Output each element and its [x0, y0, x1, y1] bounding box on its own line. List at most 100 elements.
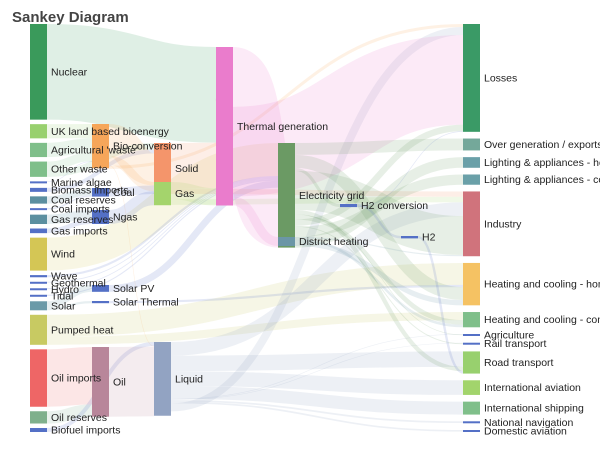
sankey-link[interactable] — [46, 178, 279, 283]
sankey-link[interactable] — [46, 285, 93, 309]
sankey-link[interactable] — [294, 154, 464, 301]
sankey-link[interactable] — [170, 27, 464, 412]
sankey-link[interactable] — [108, 191, 155, 225]
sankey-node-tidal[interactable] — [30, 294, 47, 297]
sankey-link[interactable] — [46, 219, 93, 234]
sankey-link[interactable] — [294, 214, 464, 325]
sankey-link[interactable] — [356, 204, 402, 239]
sankey-node-solar-pv[interactable] — [92, 285, 109, 292]
sankey-node-coal[interactable] — [92, 188, 109, 197]
sankey-link[interactable] — [108, 155, 155, 192]
sankey-node-industry[interactable] — [463, 191, 480, 257]
sankey-link[interactable] — [170, 334, 464, 400]
sankey-node-solar-thermal[interactable] — [92, 301, 109, 304]
sankey-link[interactable] — [46, 149, 155, 192]
sankey-node-h2[interactable] — [401, 236, 418, 239]
sankey-link[interactable] — [46, 138, 93, 158]
sankey-node-over-generation[interactable] — [463, 138, 480, 151]
sankey-link[interactable] — [294, 237, 464, 257]
sankey-node-coal-imports[interactable] — [30, 208, 47, 211]
sankey-link[interactable] — [108, 165, 155, 347]
sankey-link[interactable] — [46, 301, 93, 311]
sankey-link[interactable] — [108, 23, 464, 169]
sankey-node-district-heating[interactable] — [278, 237, 295, 247]
sankey-node-biomass-imports[interactable] — [30, 187, 47, 192]
sankey-node-bioenergy[interactable] — [30, 124, 47, 139]
sankey-link[interactable] — [170, 371, 464, 395]
sankey-node-oil-reserves[interactable] — [30, 411, 47, 424]
sankey-link[interactable] — [170, 385, 464, 415]
sankey-link[interactable] — [294, 240, 464, 306]
sankey-link[interactable] — [46, 175, 279, 278]
sankey-node-losses[interactable] — [463, 24, 480, 132]
sankey-node-pumped-heat[interactable] — [30, 314, 47, 345]
sankey-node-oil-imports[interactable] — [30, 349, 47, 407]
sankey-node-bio-conversion[interactable] — [92, 124, 109, 169]
sankey-link[interactable] — [46, 346, 93, 407]
sankey-link[interactable] — [170, 400, 464, 424]
sankey-node-h2-conversion[interactable] — [340, 204, 357, 208]
sankey-link[interactable] — [417, 236, 464, 374]
sankey-link[interactable] — [46, 188, 93, 204]
sankey-link[interactable] — [46, 195, 93, 210]
sankey-node-oil[interactable] — [92, 347, 109, 417]
sankey-link[interactable] — [294, 124, 464, 226]
sankey-node-international-shipping[interactable] — [463, 401, 480, 415]
sankey-link[interactable] — [231, 35, 465, 197]
sankey-node-national-navigation[interactable] — [463, 421, 480, 424]
sankey-link[interactable] — [108, 284, 464, 304]
sankey-node-geothermal[interactable] — [30, 281, 47, 284]
sankey-link[interactable] — [232, 196, 279, 247]
sankey-link[interactable] — [170, 181, 217, 206]
sankey-link[interactable] — [294, 157, 464, 248]
sankey-node-gas[interactable] — [154, 182, 171, 206]
sankey-link[interactable] — [46, 142, 279, 271]
sankey-node-road-transport[interactable] — [463, 351, 480, 374]
sankey-link[interactable] — [294, 209, 464, 372]
sankey-link[interactable] — [294, 238, 464, 328]
sankey-node-heating-commercial[interactable] — [463, 312, 480, 328]
sankey-link[interactable] — [46, 404, 93, 424]
sankey-node-lighting-homes[interactable] — [463, 157, 480, 168]
sankey-node-agri-waste[interactable] — [30, 142, 47, 158]
sankey-link[interactable] — [170, 342, 464, 401]
sankey-link[interactable] — [294, 214, 464, 336]
sankey-link[interactable] — [108, 180, 279, 292]
sankey-node-coal-reserves[interactable] — [30, 196, 47, 204]
sankey-node-hydro[interactable] — [30, 288, 47, 291]
sankey-link[interactable] — [46, 152, 93, 171]
sankey-link[interactable] — [46, 209, 93, 225]
sankey-node-other-waste[interactable] — [30, 161, 47, 177]
sankey-node-marine-algae[interactable] — [30, 181, 47, 184]
sankey-node-nuclear[interactable] — [30, 24, 47, 120]
sankey-node-gas-reserves[interactable] — [30, 214, 47, 225]
sankey-link[interactable] — [46, 24, 217, 143]
sankey-node-liquid[interactable] — [154, 342, 171, 416]
sankey-link[interactable] — [46, 179, 279, 296]
sankey-link[interactable] — [46, 312, 464, 345]
sankey-link[interactable] — [170, 351, 464, 372]
sankey-link[interactable] — [106, 123, 157, 186]
sankey-node-wave[interactable] — [30, 275, 47, 278]
sankey-node-international-aviation[interactable] — [463, 380, 480, 395]
sankey-node-wind[interactable] — [30, 237, 47, 271]
sankey-link[interactable] — [46, 262, 464, 337]
sankey-node-thermal-generation[interactable] — [216, 47, 233, 206]
sankey-link[interactable] — [294, 174, 464, 238]
sankey-node-biofuel-imports[interactable] — [30, 428, 47, 432]
sankey-link[interactable] — [170, 401, 464, 432]
sankey-node-electricity-grid[interactable] — [278, 143, 295, 248]
sankey-link[interactable] — [294, 225, 464, 345]
sankey-link[interactable] — [294, 138, 464, 155]
sankey-link[interactable] — [46, 161, 93, 182]
sankey-link[interactable] — [294, 167, 341, 208]
sankey-node-ngas[interactable] — [92, 210, 109, 225]
sankey-link[interactable] — [46, 178, 279, 290]
sankey-node-solar[interactable] — [30, 301, 47, 311]
sankey-node-gas-imports[interactable] — [30, 228, 47, 234]
sankey-link[interactable] — [212, 47, 299, 248]
sankey-node-domestic-aviation[interactable] — [463, 430, 480, 432]
sankey-node-rail-transport[interactable] — [463, 342, 480, 345]
sankey-node-solid[interactable] — [154, 143, 171, 194]
sankey-link[interactable] — [294, 170, 464, 256]
